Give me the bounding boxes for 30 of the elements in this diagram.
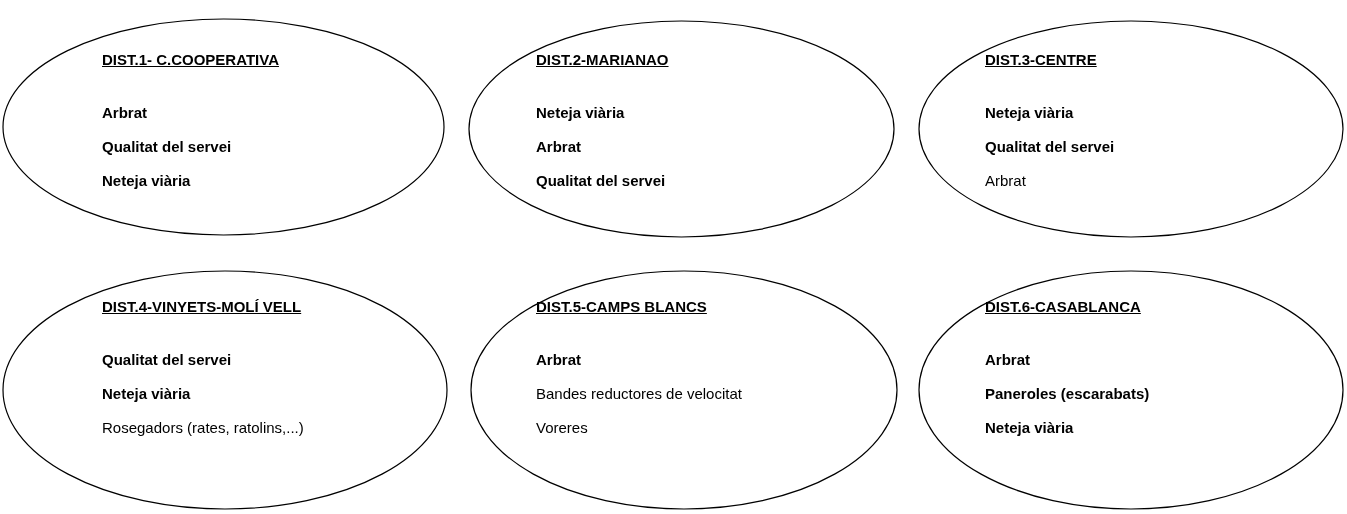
topic-text: Neteja viària [102,384,192,404]
district-ellipse [918,20,1344,238]
district-heading: DIST.2-MARIANAO [536,50,669,70]
topic-text: Voreres [536,418,589,438]
topic-text: Qualitat del servei [102,137,233,157]
district-ellipse [2,18,445,236]
topic-text: Neteja viària [102,171,192,191]
district-ellipse [918,270,1344,510]
topic-text: Paneroles (escarabats) [985,384,1150,404]
topic-text: Neteja viària [985,103,1075,123]
topic-text: Qualitat del servei [102,350,233,370]
district-heading: DIST.4-VINYETS-MOLÍ VELL [102,297,303,317]
topic-text: Arbrat [102,103,148,123]
topic-text: Qualitat del servei [985,137,1115,157]
district-heading: DIST.6-CASABLANCA [985,297,1142,317]
district-ellipse [2,270,448,510]
topic-text: Arbrat [985,350,1031,370]
district-heading: DIST.1- C.COOPERATIVA [102,50,279,70]
topic-text: Qualitat del servei [536,171,667,191]
topic-text: Arbrat [536,350,582,370]
district-heading: DIST.5-CAMPS BLANCS [536,297,708,317]
topic-text: Neteja viària [536,103,626,123]
topic-text: Arbrat [536,137,582,157]
topic-text: Arbrat [985,171,1027,191]
district-ellipse [470,270,898,510]
district-heading: DIST.3-CENTRE [985,50,1098,70]
district-ellipse [468,20,895,238]
topic-text: Rosegadors (rates, ratolins,...) [102,418,304,438]
topic-text: Neteja viària [985,418,1075,438]
topic-text: Bandes reductores de velocitat [536,384,742,404]
